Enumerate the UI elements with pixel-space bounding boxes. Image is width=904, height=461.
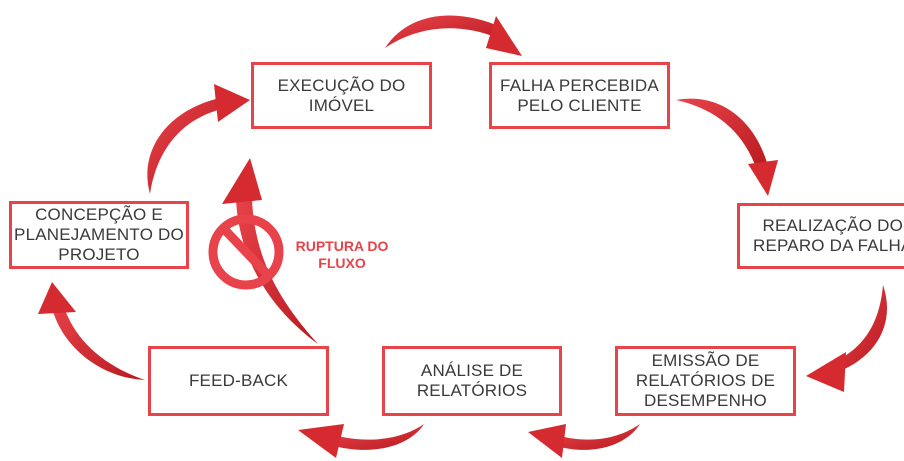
- ruptura-do-fluxo-label: RUPTURA DO FLUXO: [295, 238, 389, 271]
- arrow-realizacao-to-emissao: [806, 285, 887, 392]
- box-execucao-do-imovel: EXECUÇÃO DO IMÓVEL: [251, 62, 432, 129]
- box-feed-back: FEED-BACK: [148, 346, 329, 416]
- box-analise-label: ANÁLISE DE RELATÓRIOS: [416, 361, 528, 400]
- box-realizacao-label: REALIZAÇÃO DO REPARO DA FALHA: [753, 216, 904, 255]
- box-analise-de-relatorios: ANÁLISE DE RELATÓRIOS: [382, 346, 562, 416]
- arrow-feedback-to-execucao: [222, 158, 318, 344]
- arrow-feedback-to-concepcao: [38, 282, 145, 380]
- box-emissao-label: EMISSÃO DE RELATÓRIOS DE DESEMPENHO: [635, 351, 776, 410]
- box-execucao-label: EXECUÇÃO DO IMÓVEL: [277, 75, 406, 115]
- box-falha-percebida: FALHA PERCEBIDA PELO CLIENTE: [489, 62, 670, 129]
- arrow-analise-to-feedback: [298, 424, 424, 458]
- arrow-execucao-to-falha: [385, 15, 522, 56]
- box-emissao-de-relatorios: EMISSÃO DE RELATÓRIOS DE DESEMPENHO: [615, 346, 796, 416]
- arrow-falha-to-realizacao: [676, 98, 778, 196]
- box-concepcao-label: CONCEPÇÃO E PLANEJAMENTO DO PROJETO: [14, 205, 184, 264]
- arrow-emissao-to-analise: [528, 424, 640, 458]
- box-concepcao-e-planejamento: CONCEPÇÃO E PLANEJAMENTO DO PROJETO: [9, 201, 189, 269]
- no-entry-icon: [208, 214, 284, 290]
- arrow-concepcao-to-execucao: [147, 84, 250, 194]
- box-feedback-label: FEED-BACK: [188, 371, 289, 390]
- box-falha-label: FALHA PERCEBIDA PELO CLIENTE: [500, 75, 659, 115]
- box-realizacao-do-reparo: REALIZAÇÃO DO REPARO DA FALHA: [737, 203, 904, 269]
